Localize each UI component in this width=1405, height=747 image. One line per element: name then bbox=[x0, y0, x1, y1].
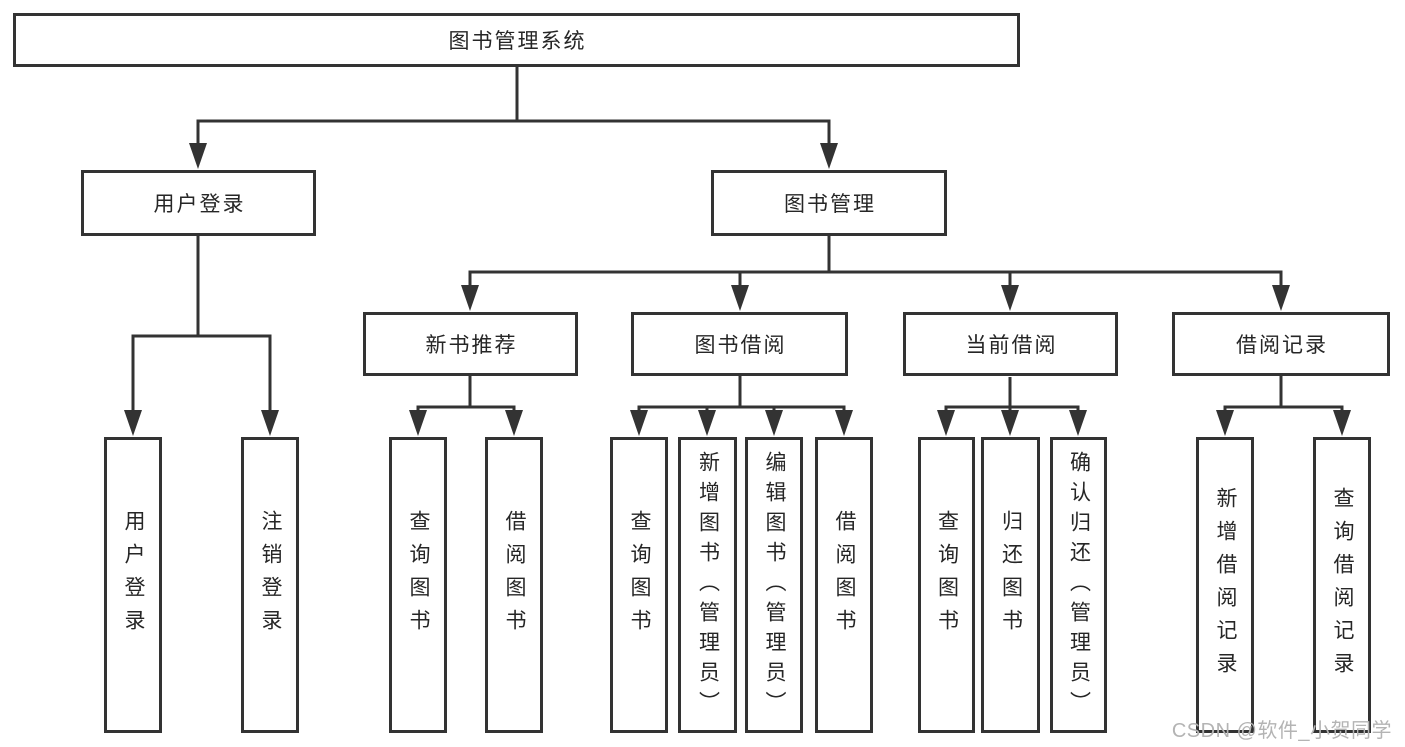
node-book-borrow: 图书借阅 bbox=[631, 312, 848, 376]
leaf-confirm-return-admin: 确认归还（管理员） bbox=[1050, 437, 1107, 733]
node-new-book-recommend: 新书推荐 bbox=[363, 312, 578, 376]
leaf-label: 用户登录 bbox=[122, 510, 145, 642]
leaf-label: 编辑图书（管理员） bbox=[763, 450, 786, 721]
node-label: 用户登录 bbox=[153, 193, 246, 216]
leaf-query-book-borrow: 查询图书 bbox=[610, 437, 668, 733]
node-book-management: 图书管理 bbox=[711, 170, 947, 236]
leaf-label: 借阅图书 bbox=[503, 510, 526, 642]
leaf-label: 新增图书（管理员） bbox=[696, 450, 720, 721]
leaf-label: 新增借阅记录 bbox=[1214, 487, 1237, 685]
node-label: 图书管理系统 bbox=[448, 30, 587, 53]
node-label: 借阅记录 bbox=[1236, 334, 1328, 357]
node-user-login: 用户登录 bbox=[81, 170, 316, 236]
leaf-label: 注销登录 bbox=[259, 510, 282, 642]
leaf-label: 查询图书 bbox=[407, 510, 430, 642]
leaf-query-book-current: 查询图书 bbox=[918, 437, 975, 733]
leaf-label: 查询图书 bbox=[935, 510, 959, 642]
node-label: 图书借阅 bbox=[694, 334, 787, 357]
leaf-label: 查询图书 bbox=[628, 510, 651, 642]
node-label: 图书管理 bbox=[784, 193, 876, 216]
leaf-label: 归还图书 bbox=[999, 510, 1023, 642]
leaf-add-borrow-record: 新增借阅记录 bbox=[1196, 437, 1254, 733]
leaf-return-book: 归还图书 bbox=[981, 437, 1040, 733]
leaf-label: 确认归还（管理员） bbox=[1067, 450, 1091, 721]
node-label: 新书推荐 bbox=[425, 334, 518, 357]
leaf-query-book-recommend: 查询图书 bbox=[389, 437, 447, 733]
leaf-borrow-book: 借阅图书 bbox=[815, 437, 873, 733]
leaf-query-borrow-record: 查询借阅记录 bbox=[1313, 437, 1371, 733]
leaf-logout: 注销登录 bbox=[241, 437, 299, 733]
node-current-borrow: 当前借阅 bbox=[903, 312, 1118, 376]
leaf-add-book-admin: 新增图书（管理员） bbox=[678, 437, 737, 733]
leaf-user-login: 用户登录 bbox=[104, 437, 162, 733]
node-library-management-system: 图书管理系统 bbox=[13, 13, 1020, 67]
node-label: 当前借阅 bbox=[965, 334, 1058, 357]
leaf-edit-book-admin: 编辑图书（管理员） bbox=[745, 437, 803, 733]
node-borrow-records: 借阅记录 bbox=[1172, 312, 1390, 376]
leaf-label: 借阅图书 bbox=[833, 510, 856, 642]
leaf-label: 查询借阅记录 bbox=[1331, 487, 1354, 685]
leaf-borrow-book-recommend: 借阅图书 bbox=[485, 437, 543, 733]
csdn-watermark: CSDN @软件_小贺同学 bbox=[1171, 720, 1392, 742]
